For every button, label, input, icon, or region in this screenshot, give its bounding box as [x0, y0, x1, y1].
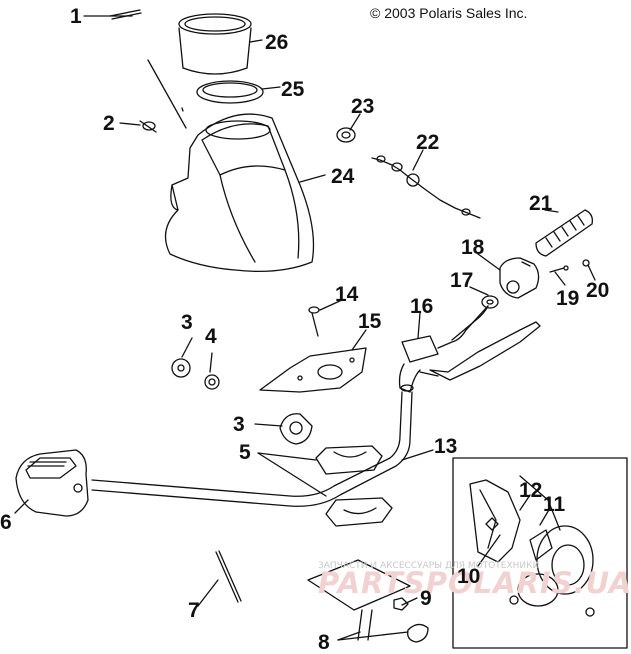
- part-18-throttle-housing: [499, 257, 540, 299]
- part-25-gasket: [196, 80, 264, 104]
- callout-12: 12: [519, 479, 543, 502]
- part-8-bracket: [307, 559, 429, 643]
- callout-22: 22: [416, 131, 440, 154]
- part-5-clamp-upper: [315, 445, 383, 475]
- part-17-bushing: [481, 295, 499, 309]
- part-14-bolt: [308, 306, 320, 337]
- callout-13: 13: [434, 435, 458, 458]
- callout-7: 7: [188, 599, 200, 622]
- callout-23: 23: [351, 95, 375, 118]
- part-16-brake-assembly: [398, 305, 541, 393]
- callout-10: 10: [457, 565, 481, 588]
- callout-3-lower: 3: [233, 413, 245, 436]
- callout-1: 1: [70, 5, 82, 28]
- callout-26: 26: [265, 31, 289, 54]
- callout-19: 19: [556, 287, 580, 310]
- part-23-nut: [336, 127, 356, 143]
- callout-15: 15: [358, 310, 382, 333]
- callout-14: 14: [335, 283, 359, 306]
- part-20-screw: [582, 259, 590, 267]
- part-10-12-switch-detail: [469, 475, 595, 617]
- part-7-cable-tie: [215, 550, 242, 603]
- part-19-screw: [549, 265, 569, 273]
- callout-8: 8: [318, 631, 330, 654]
- part-21-grip: [535, 209, 593, 257]
- part-5-clamp-lower: [325, 497, 393, 527]
- callout-2: 2: [103, 112, 115, 135]
- callout-21: 21: [529, 192, 553, 215]
- callout-20: 20: [586, 279, 610, 302]
- part-24-headlight-pod: [164, 113, 315, 272]
- callout-25: 25: [281, 78, 305, 101]
- callout-18: 18: [461, 236, 485, 259]
- part-2-screw: [139, 120, 157, 133]
- callout-3-upper: 3: [181, 311, 193, 334]
- callout-11: 11: [543, 493, 566, 516]
- leader-lines: [14, 15, 596, 641]
- reference-line: [147, 59, 187, 129]
- part-4-nut: [204, 374, 220, 390]
- part-1-pin: [109, 9, 142, 20]
- part-22-cable: [371, 155, 481, 219]
- callout-6: 6: [0, 511, 12, 534]
- callout-9: 9: [420, 587, 432, 610]
- part-3-switch-upper: [171, 358, 191, 378]
- callout-24: 24: [331, 165, 355, 188]
- copyright-notice: © 2003 Polaris Sales Inc.: [370, 5, 528, 21]
- part-13-handlebar: [91, 384, 414, 507]
- part-9-nut: [393, 597, 409, 611]
- callout-17: 17: [450, 269, 474, 292]
- detail-inset-box: [452, 457, 628, 649]
- callout-16: 16: [410, 295, 434, 318]
- part-6-left-control: [15, 449, 89, 517]
- part-26-ring: [178, 13, 252, 75]
- part-3-switch-lower: [279, 413, 313, 445]
- callout-4: 4: [205, 325, 217, 348]
- part-15-plate: [259, 347, 367, 393]
- callout-5: 5: [239, 441, 251, 464]
